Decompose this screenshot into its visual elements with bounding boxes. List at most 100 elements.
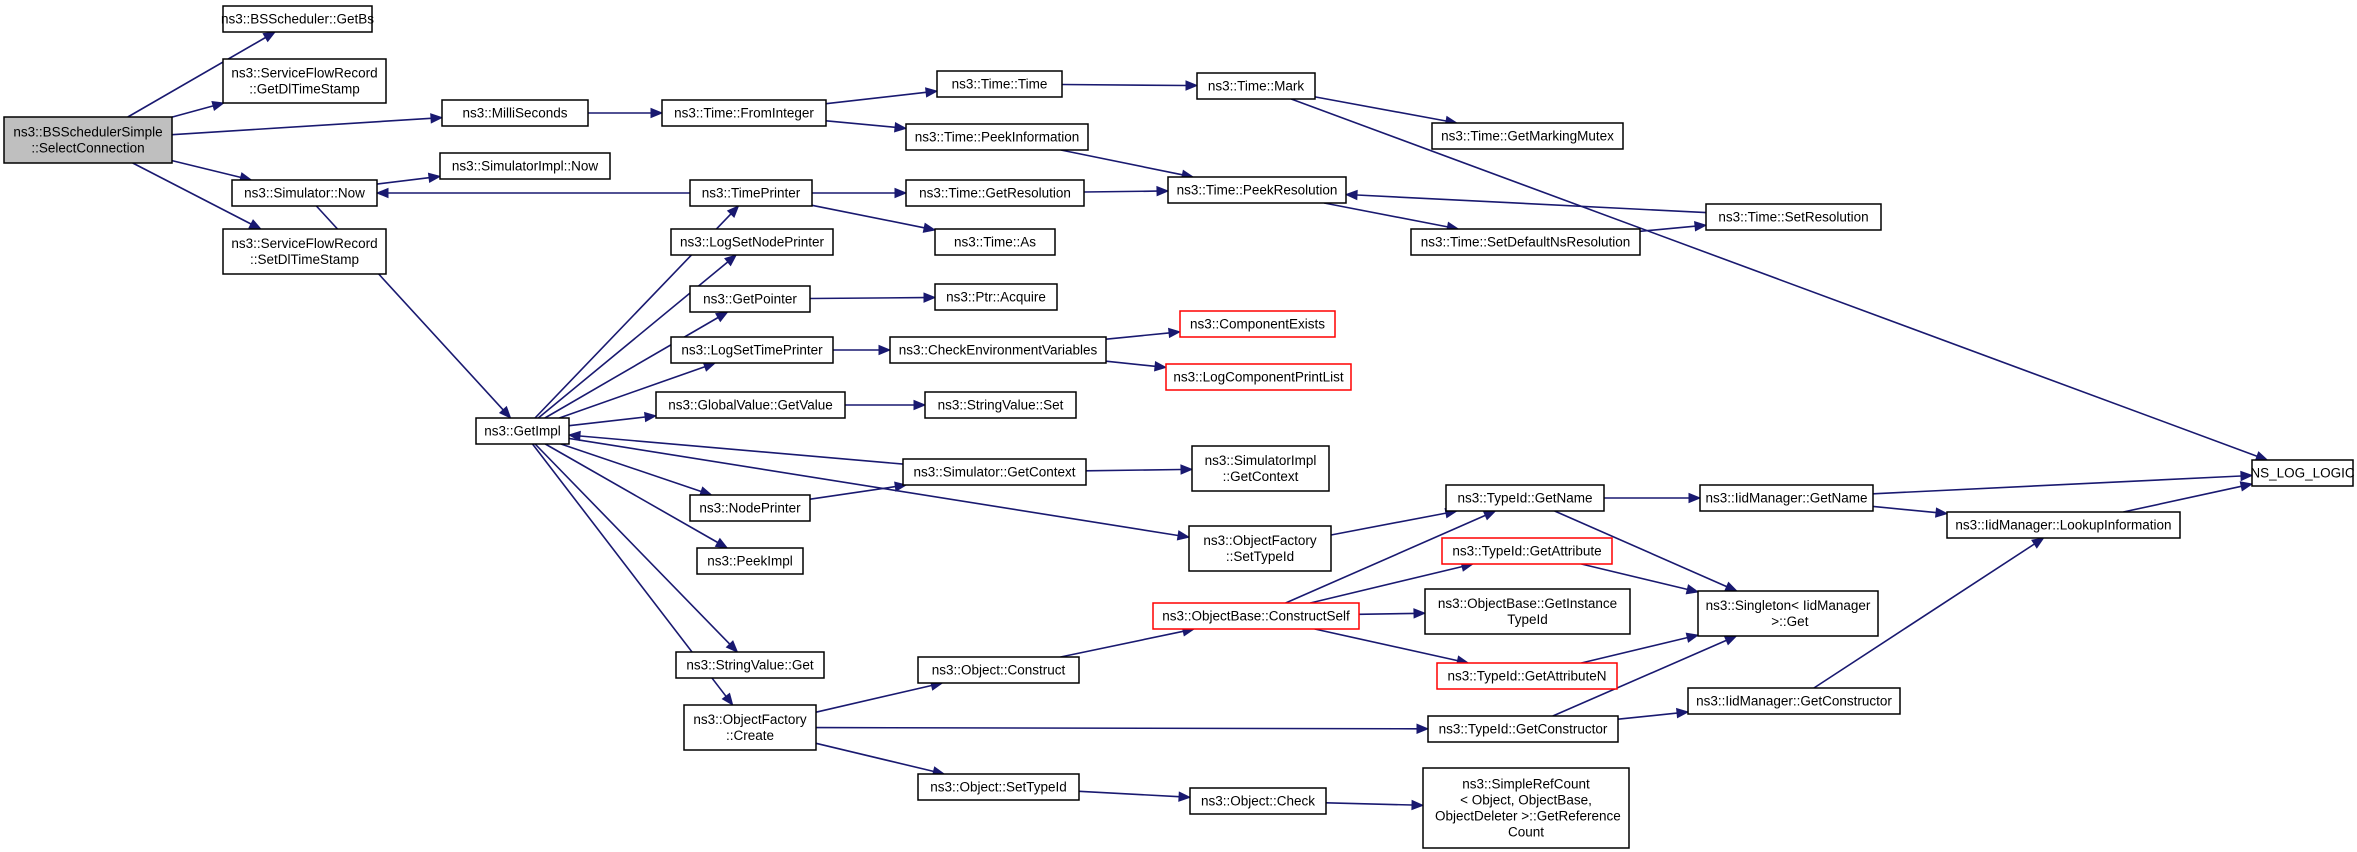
node-box — [670, 336, 834, 364]
node-setdefns[interactable]: ns3::Time::SetDefaultNsResolution — [1410, 228, 1641, 256]
node-box — [1410, 228, 1641, 256]
node-getdl[interactable]: ns3::ServiceFlowRecord::GetDlTimeStamp — [222, 58, 387, 104]
node-label: ::Create — [726, 728, 774, 743]
node-tidgetctor[interactable]: ns3::TypeId::GetConstructor — [1427, 715, 1619, 743]
node-label: ns3::BSScheduler::GetBs — [221, 12, 374, 27]
node-timeprinter[interactable]: ns3::TimePrinter — [689, 179, 813, 207]
node-getimpl[interactable]: ns3::GetImpl — [475, 417, 570, 445]
edge-arrowhead — [427, 172, 442, 183]
node-box — [1697, 590, 1879, 637]
edge-arrowhead — [2254, 451, 2269, 461]
node-logsetnode[interactable]: ns3::LogSetNodePrinter — [670, 228, 834, 256]
node-label: ns3::Singleton< IidManager — [1706, 598, 1871, 613]
node-getres[interactable]: ns3::Time::GetResolution — [905, 179, 1085, 207]
node-setdl[interactable]: ns3::ServiceFlowRecord::SetDlTimeStamp — [222, 228, 387, 275]
node-box — [917, 773, 1080, 801]
node-box — [683, 704, 817, 751]
node-label: ns3::Time::As — [954, 235, 1036, 250]
node-tidgetname[interactable]: ns3::TypeId::GetName — [1445, 484, 1605, 512]
node-objconstruct[interactable]: ns3::Object::Construct — [917, 656, 1080, 684]
node-root[interactable]: ns3::BSSchedulerSimple::SelectConnection — [3, 116, 173, 164]
node-constructself[interactable]: ns3::ObjectBase::ConstructSelf — [1152, 602, 1360, 630]
node-box — [1946, 511, 2181, 539]
edge-arrowhead — [925, 87, 939, 98]
node-nslog[interactable]: NS_LOG_LOGIC — [2250, 459, 2355, 487]
node-label: ns3::Time::PeekResolution — [1177, 183, 1338, 198]
node-label: ns3::ComponentExists — [1190, 317, 1325, 332]
node-getpointer[interactable]: ns3::GetPointer — [689, 285, 811, 313]
node-svset[interactable]: ns3::StringValue::Set — [924, 391, 1077, 419]
node-box — [1436, 662, 1618, 690]
node-getcontext[interactable]: ns3::Simulator::GetContext — [902, 458, 1087, 486]
node-label: ns3::TypeId::GetAttributeN — [1447, 669, 1606, 684]
node-logcomplist[interactable]: ns3::LogComponentPrintList — [1165, 363, 1352, 391]
node-nodeprinter[interactable]: ns3::NodePrinter — [689, 494, 811, 522]
edge-nodeprinter-to-getcontext — [809, 485, 896, 500]
node-tidgetattr[interactable]: ns3::TypeId::GetAttribute — [1441, 537, 1613, 565]
node-compexists[interactable]: ns3::ComponentExists — [1179, 310, 1336, 338]
node-simplerefcount[interactable]: ns3::SimpleRefCount< Object, ObjectBase,… — [1422, 767, 1630, 849]
edge-arrowhead — [248, 219, 262, 230]
node-label: Count — [1508, 825, 1544, 840]
node-label: ns3::MilliSeconds — [462, 106, 567, 121]
edge-getcontext-to-implgetctx — [1085, 468, 1182, 472]
node-gvgetvalue[interactable]: ns3::GlobalValue::GetValue — [655, 391, 846, 419]
node-peekres[interactable]: ns3::Time::PeekResolution — [1167, 176, 1347, 204]
node-box — [1167, 176, 1347, 204]
node-svget[interactable]: ns3::StringValue::Get — [675, 651, 825, 679]
edge-ofcreate-to-objsettypeid — [815, 742, 934, 773]
node-label: ::GetContext — [1223, 469, 1299, 484]
edge-ofsettypeid-to-tidgetname — [1330, 512, 1447, 536]
node-box — [3, 116, 173, 164]
node-ofcreate[interactable]: ns3::ObjectFactory::Create — [683, 704, 817, 751]
node-peekinfo[interactable]: ns3::Time::PeekInformation — [905, 123, 1089, 151]
node-logsettime[interactable]: ns3::LogSetTimePrinter — [670, 336, 834, 364]
node-iidgetname[interactable]: ns3::IidManager::GetName — [1699, 484, 1874, 512]
edge-arrowhead — [1411, 799, 1425, 811]
node-singleton[interactable]: ns3::Singleton< IidManager >::Get — [1697, 590, 1879, 637]
node-getbs[interactable]: ns3::BSScheduler::GetBs — [221, 5, 374, 33]
node-label: ns3::Time::SetResolution — [1718, 210, 1868, 225]
node-label: ns3::Time::PeekInformation — [915, 130, 1080, 145]
node-label: ObjectDeleter >::GetReference — [1431, 809, 1620, 824]
node-implgetctx[interactable]: ns3::SimulatorImpl::GetContext — [1191, 445, 1330, 492]
node-implnow[interactable]: ns3::SimulatorImpl::Now — [439, 152, 611, 180]
node-objcheck[interactable]: ns3::Object::Check — [1189, 787, 1327, 815]
node-timetime[interactable]: ns3::Time::Time — [936, 70, 1063, 98]
edge-getimpl-to-nodeprinter — [560, 443, 702, 493]
node-label: ns3::Time::SetDefaultNsResolution — [1421, 235, 1631, 250]
node-ofsettypeid[interactable]: ns3::ObjectFactory::SetTypeId — [1188, 525, 1332, 572]
node-timesetres[interactable]: ns3::Time::SetResolution — [1705, 203, 1882, 231]
node-objsettypeid[interactable]: ns3::Object::SetTypeId — [917, 773, 1080, 801]
node-peekimpl[interactable]: ns3::PeekImpl — [696, 547, 804, 575]
node-box — [661, 99, 827, 127]
node-simnow[interactable]: ns3::Simulator::Now — [231, 179, 378, 207]
edge-arrowhead — [567, 430, 581, 442]
node-iidlookup[interactable]: ns3::IidManager::LookupInformation — [1946, 511, 2181, 539]
node-box — [222, 228, 387, 275]
node-box — [902, 458, 1087, 486]
node-box — [1422, 767, 1630, 849]
node-label: ns3::LogComponentPrintList — [1173, 370, 1344, 385]
edge-arrowhead — [1676, 707, 1690, 719]
node-box — [1705, 203, 1882, 231]
edge-setdefns-to-timesetres — [1639, 225, 1696, 233]
node-label: ns3::ObjectFactory — [1203, 533, 1317, 548]
node-box — [231, 179, 378, 207]
edge-tidgetattrn-to-singleton — [1581, 636, 1688, 664]
node-timeas[interactable]: ns3::Time::As — [934, 228, 1056, 256]
node-milli[interactable]: ns3::MilliSeconds — [441, 99, 589, 127]
edge-arrowhead — [725, 640, 739, 653]
node-box — [689, 494, 811, 522]
node-tidgetattrn[interactable]: ns3::TypeId::GetAttributeN — [1436, 662, 1618, 690]
node-timemark[interactable]: ns3::Time::Mark — [1196, 72, 1316, 100]
node-frominteger[interactable]: ns3::Time::FromInteger — [661, 99, 827, 127]
node-checkenv[interactable]: ns3::CheckEnvironmentVariables — [889, 336, 1107, 364]
node-ptracquire[interactable]: ns3::Ptr::Acquire — [934, 283, 1058, 311]
node-label: ns3::GlobalValue::GetValue — [668, 398, 833, 413]
edge-timemark-to-nslog — [1290, 98, 2258, 457]
node-label: ns3::Time::Mark — [1208, 79, 1305, 94]
node-iidgetctor[interactable]: ns3::IidManager::GetConstructor — [1687, 687, 1901, 715]
node-markmutex[interactable]: ns3::Time::GetMarkingMutex — [1431, 122, 1624, 150]
